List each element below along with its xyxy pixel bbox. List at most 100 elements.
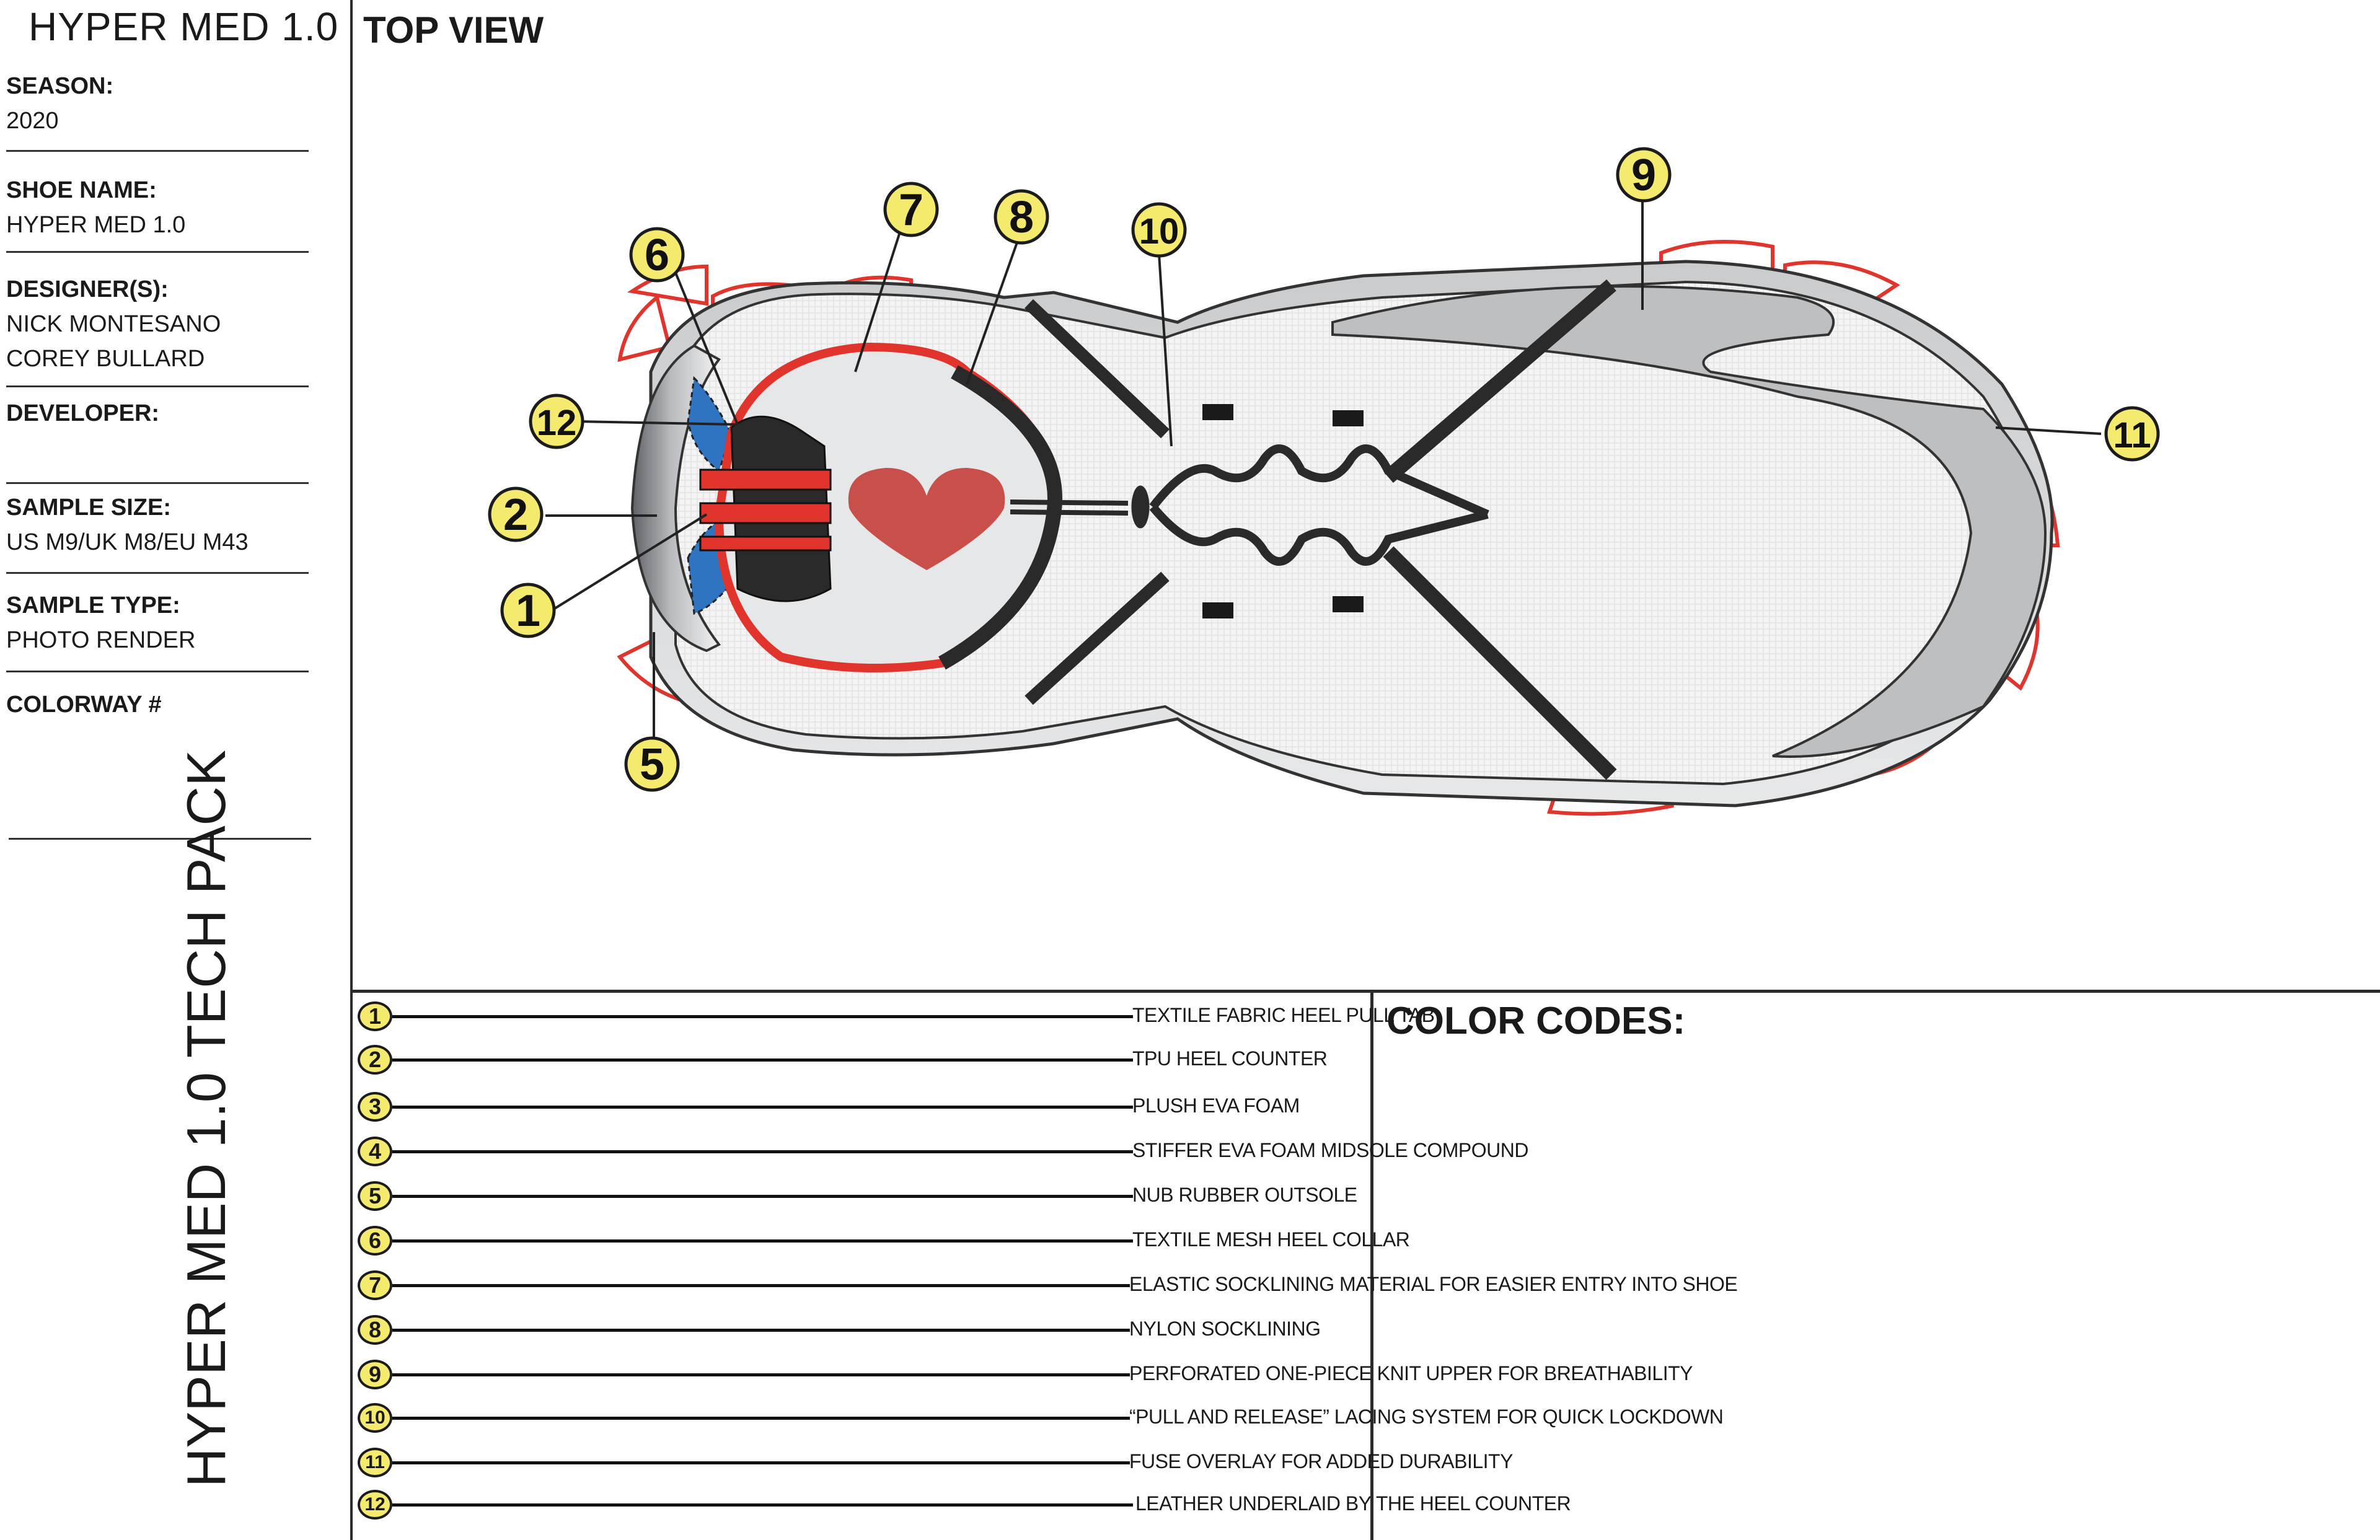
legend-leader-line xyxy=(392,1195,1133,1198)
legend-row: 10 “PULL AND RELEASE” LACING SYSTEM FOR … xyxy=(358,1403,1724,1440)
legend-text: STIFFER EVA FOAM MIDSOLE COMPOUND xyxy=(1132,1139,1528,1161)
callout-badge-8 xyxy=(994,189,1049,245)
callout-leaders xyxy=(545,198,2102,751)
legend-row: 7 ELASTIC SOCKLINING MATERIAL FOR EASIER… xyxy=(358,1270,1738,1308)
season-label: SEASON: xyxy=(6,73,114,99)
callout-badge-11 xyxy=(2104,406,2160,462)
top-view-title: TOP VIEW xyxy=(363,9,544,51)
legend-text: ELASTIC SOCKLINING MATERIAL FOR EASIER E… xyxy=(1129,1273,1738,1295)
lace-eyelets xyxy=(1202,404,1364,618)
designer-1-value: NICK MONTESANO xyxy=(6,311,221,337)
frame-divider-horizontal xyxy=(350,990,2380,993)
callout-7: 7 xyxy=(899,185,923,235)
tech-pack-vertical-title: HYPER MED 1.0 TECH PACK xyxy=(175,750,237,1487)
legend-row: 5 NUB RUBBER OUTSOLE xyxy=(358,1181,1362,1218)
legend-text: “PULL AND RELEASE” LACING SYSTEM FOR QUI… xyxy=(1129,1406,1724,1428)
callout-badge-6 xyxy=(629,227,685,283)
legend-row: 2 TPU HEEL COUNTER xyxy=(358,1045,1362,1082)
shoe-name-value: HYPER MED 1.0 xyxy=(6,212,186,238)
legend-leader-line xyxy=(392,1106,1133,1109)
legend-leader-line xyxy=(392,1329,1130,1332)
legend-text: LEATHER UNDERLAID BY THE HEEL COUNTER xyxy=(1135,1492,1571,1515)
shoe-name-label: SHOE NAME: xyxy=(6,177,157,203)
callout-numbers: 1 2 5 6 7 8 9 10 11 12 xyxy=(503,151,2151,790)
legend-badge: 3 xyxy=(358,1092,392,1122)
callout-5: 5 xyxy=(640,740,664,790)
divider xyxy=(6,385,309,387)
heart-logo xyxy=(848,468,1005,570)
legend-row: 6 TEXTILE MESH HEEL COLLAR xyxy=(358,1226,1410,1263)
designers-label: DESIGNER(S): xyxy=(6,276,169,302)
heel-pull-tab xyxy=(699,415,832,602)
legend-badge: 9 xyxy=(358,1360,392,1389)
frame-divider-legend xyxy=(1370,990,1373,1540)
frame-divider-vertical xyxy=(350,0,353,1540)
legend-badge: 8 xyxy=(358,1315,392,1345)
sample-size-label: SAMPLE SIZE: xyxy=(6,495,172,521)
legend-row: 12 LEATHER UNDERLAID BY THE HEEL COUNTER xyxy=(358,1490,1571,1527)
developer-label: DEVELOPER: xyxy=(6,400,160,426)
legend-row: 1 TEXTILE FABRIC HEEL PULL TAB xyxy=(358,1001,1435,1039)
divider xyxy=(9,838,311,840)
legend-row: 8 NYLON SOCKLINING xyxy=(358,1315,1362,1352)
callout-10: 10 xyxy=(1139,211,1179,252)
divider xyxy=(6,572,309,574)
legend-leader-line xyxy=(392,1284,1130,1287)
legend-row: 3 PLUSH EVA FOAM xyxy=(358,1092,1362,1129)
legend-leader-line xyxy=(392,1503,1133,1507)
colorway-label: COLORWAY # xyxy=(6,692,162,718)
fuse-overlay xyxy=(1331,285,2047,758)
legend-leader-line xyxy=(392,1239,1133,1243)
callout-2: 2 xyxy=(503,490,528,540)
legend-badge: 12 xyxy=(358,1490,392,1520)
divider xyxy=(6,671,309,672)
divider xyxy=(6,150,309,152)
legend-text: TPU HEEL COUNTER xyxy=(1132,1047,1328,1070)
sample-type-value: PHOTO RENDER xyxy=(6,627,196,653)
legend-row: 4 STIFFER EVA FOAM MIDSOLE COMPOUND xyxy=(358,1137,1528,1174)
sample-type-label: SAMPLE TYPE: xyxy=(6,592,180,618)
legend-leader-line xyxy=(392,1058,1133,1062)
legend-badge: 10 xyxy=(358,1403,392,1433)
callout-9: 9 xyxy=(1631,151,1656,200)
divider xyxy=(6,482,309,484)
lacing-system xyxy=(1010,279,1617,780)
legend-badge: 11 xyxy=(358,1448,392,1477)
legend-text: PERFORATED ONE-PIECE KNIT UPPER FOR BREA… xyxy=(1129,1362,1693,1384)
designer-2-value: COREY BULLARD xyxy=(6,346,205,372)
legend-badge: 6 xyxy=(358,1226,392,1256)
callout-badge-10 xyxy=(1131,202,1187,258)
legend-text: FUSE OVERLAY FOR ADDED DURABILITY xyxy=(1129,1450,1513,1472)
callout-badge-1 xyxy=(500,583,556,638)
callout-badge-5 xyxy=(624,736,680,792)
callout-8: 8 xyxy=(1009,193,1034,242)
color-codes-title: COLOR CODES: xyxy=(1386,1000,1686,1042)
legend-text: NUB RUBBER OUTSOLE xyxy=(1132,1184,1357,1206)
callout-badge-9 xyxy=(1616,147,1672,203)
legend-text: TEXTILE FABRIC HEEL PULL TAB xyxy=(1132,1004,1435,1026)
callout-11: 11 xyxy=(2113,415,2151,455)
callout-12: 12 xyxy=(537,403,577,443)
callout-6: 6 xyxy=(645,231,669,280)
legend-row: 11 FUSE OVERLAY FOR ADDED DURABILITY xyxy=(358,1448,1513,1485)
legend-badge: 1 xyxy=(358,1001,392,1031)
callout-badge-12 xyxy=(529,394,584,449)
legend-badge: 5 xyxy=(358,1181,392,1211)
legend-leader-line xyxy=(392,1015,1133,1018)
legend-leader-line xyxy=(392,1417,1130,1420)
legend-badge: 4 xyxy=(358,1137,392,1166)
legend-leader-line xyxy=(392,1461,1130,1464)
season-value: 2020 xyxy=(6,108,59,134)
legend-leader-line xyxy=(392,1150,1133,1153)
callout-badges xyxy=(488,147,2160,792)
divider xyxy=(6,251,309,253)
sample-size-value: US M9/UK M8/EU M43 xyxy=(6,529,249,555)
spec-title: HYPER MED 1.0 xyxy=(29,4,339,49)
legend-row: 9 PERFORATED ONE-PIECE KNIT UPPER FOR BR… xyxy=(358,1360,1693,1397)
callout-1: 1 xyxy=(516,586,540,636)
legend-text: TEXTILE MESH HEEL COLLAR xyxy=(1132,1228,1410,1251)
legend-badge: 2 xyxy=(358,1045,392,1075)
legend-text: PLUSH EVA FOAM xyxy=(1132,1094,1300,1117)
callout-badge-7 xyxy=(883,182,939,237)
legend-text: NYLON SOCKLINING xyxy=(1129,1318,1321,1340)
